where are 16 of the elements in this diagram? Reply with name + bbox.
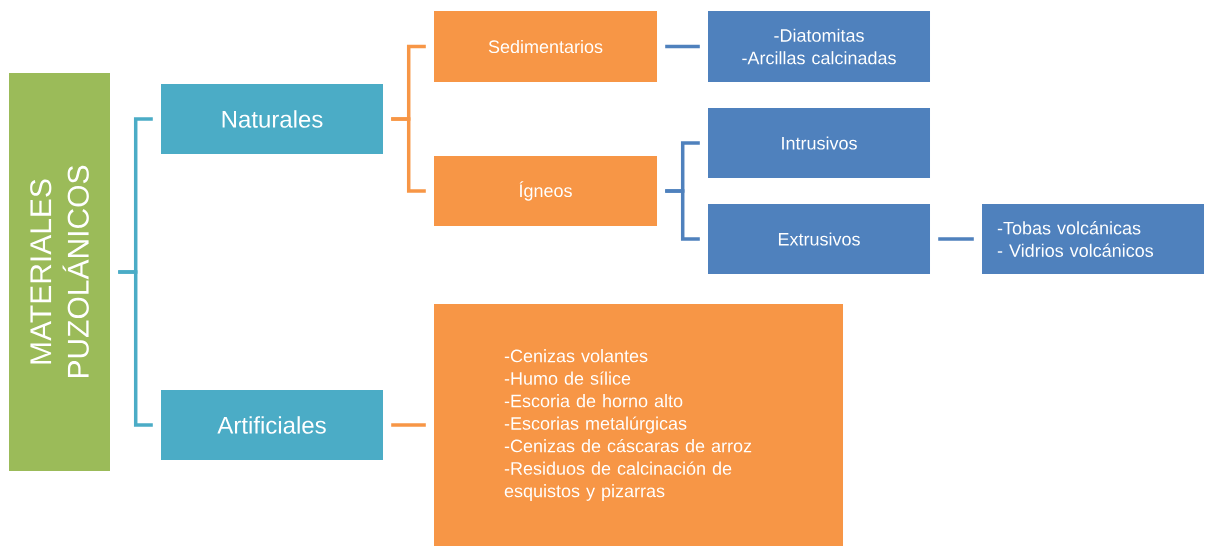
connector-line: [938, 237, 974, 241]
category-box: Intrusivos: [708, 108, 930, 178]
list-box: -Diatomitas -Arcillas calcinadas: [708, 11, 930, 82]
category-box: Sedimentarios: [434, 11, 657, 82]
category-box: MATERIALES PUZOLÁNICOS: [9, 73, 110, 471]
list-box: -Cenizas volantes -Humo de sílice -Escoria de horno alto -Escorias metalúrgicas -Cenizas de cáscaras de arroz -Residuos de calcinación de esquistos y pizarras: [434, 304, 843, 546]
connector-line: [665, 44, 700, 49]
connector-line: [391, 423, 426, 427]
category-box: Ígneos: [434, 156, 657, 226]
connector-line: [665, 189, 700, 241]
list-box: -Tobas volcánicas - Vidrios volcánicos: [982, 204, 1204, 274]
category-box: Extrusivos: [708, 204, 930, 274]
connector-line: [391, 117, 426, 193]
category-box: Artificiales: [161, 390, 383, 460]
category-box: Naturales: [161, 84, 383, 154]
connector-line: [118, 270, 153, 427]
